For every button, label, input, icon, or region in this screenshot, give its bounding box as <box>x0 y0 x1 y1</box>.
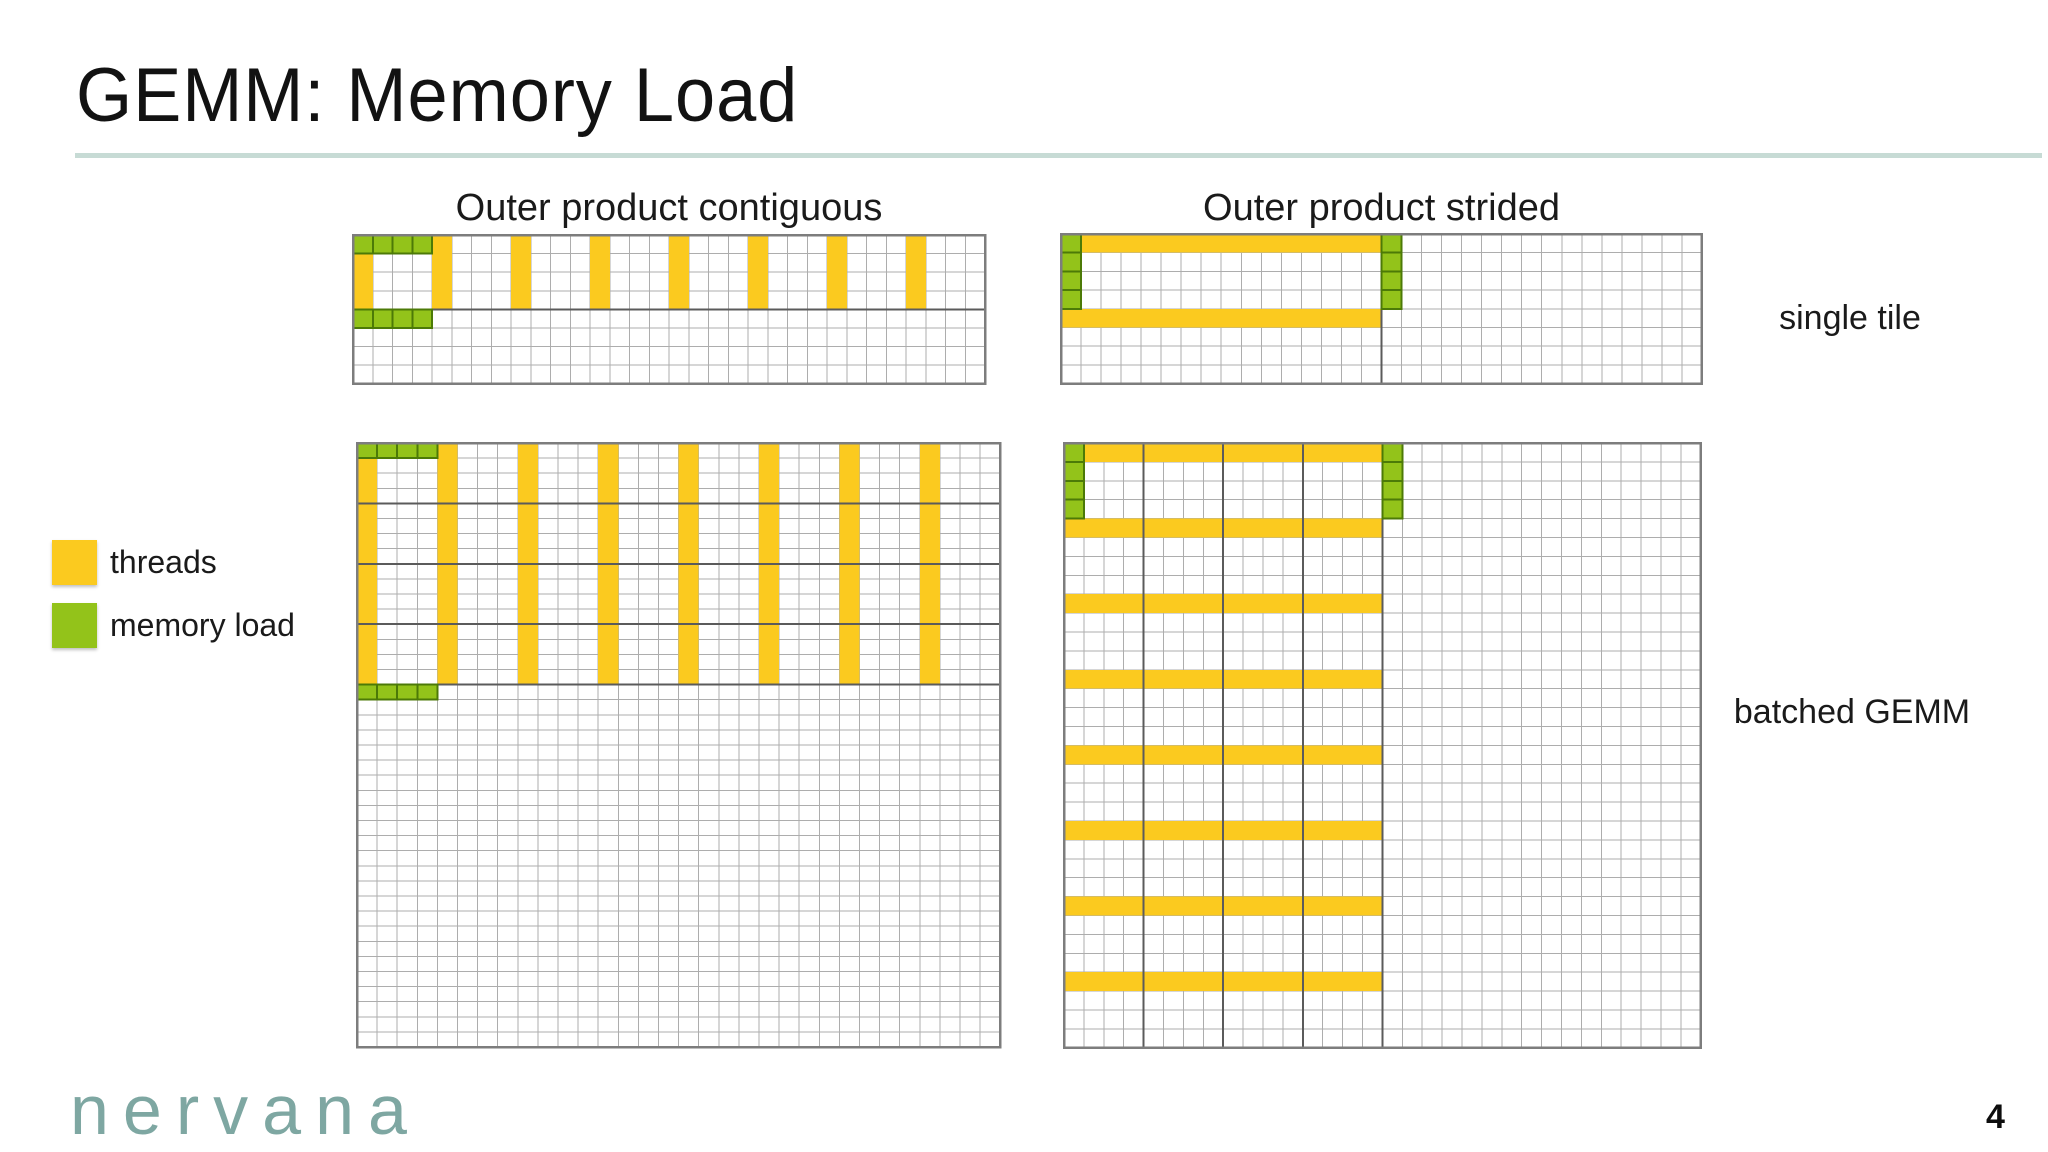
legend-item-threads: threads <box>52 540 312 603</box>
row-label-single-tile: single tile <box>1779 299 1921 337</box>
title-rule <box>75 153 2042 158</box>
memory-load-swatch <box>52 603 97 648</box>
threads-swatch <box>52 540 97 585</box>
grid-contiguous-single-tile <box>351 233 987 391</box>
heading-outer-product-contiguous: Outer product contiguous <box>455 187 883 229</box>
legend-label-threads: threads <box>110 544 217 580</box>
legend: threads memory load <box>52 540 312 666</box>
grid-contiguous-batched-gemm <box>355 441 1003 1054</box>
nervana-logo: nervana <box>70 1071 421 1149</box>
row-label-batched-gemm: batched GEMM <box>1733 693 1971 731</box>
grid-strided-batched-gemm <box>1062 441 1703 1055</box>
grid-strided-single-tile <box>1059 232 1704 391</box>
heading-outer-product-strided: Outer product strided <box>1203 187 1560 229</box>
page-number: 4 <box>1986 1098 2005 1136</box>
page-title: GEMM: Memory Load <box>76 53 799 138</box>
legend-item-memory-load: memory load <box>52 603 312 666</box>
legend-label-memory-load: memory load <box>110 607 295 643</box>
